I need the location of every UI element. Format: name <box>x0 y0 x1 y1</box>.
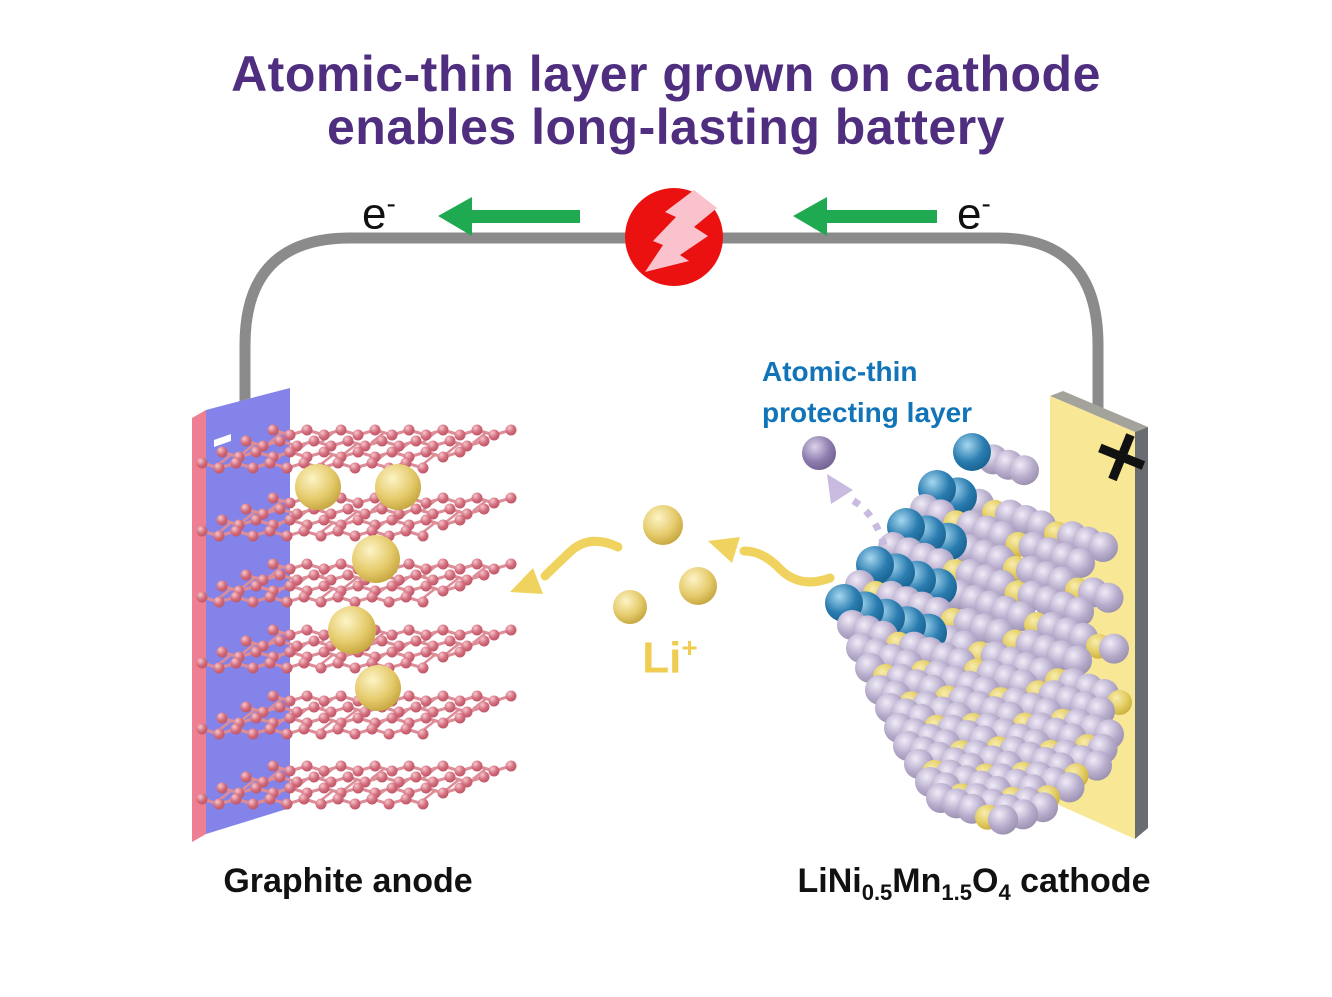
electron-label-left-base: e <box>362 189 387 239</box>
protecting-layer-atom <box>802 436 836 470</box>
electron-label-right-sup: - <box>981 188 991 219</box>
minus-terminal-icon <box>214 434 231 447</box>
li-ion-path-arrow-right <box>708 537 835 587</box>
cathode-label-sub: 1.5 <box>941 879 972 905</box>
li-ion-path-arrow-left <box>510 536 623 594</box>
cathode-label-sub: 0.5 <box>861 879 893 905</box>
cathode-label-part: LiNi <box>797 862 862 900</box>
cathode-label-sub: 4 <box>998 879 1011 905</box>
cathode-label-part: Mn <box>892 862 942 900</box>
electron-flow-arrow-left <box>438 197 580 236</box>
electron-label-left: e- <box>362 188 396 240</box>
protecting-layer-dashed-arrow <box>827 474 888 547</box>
anode-label: Graphite anode <box>223 862 473 900</box>
load-lightning-icon <box>625 188 723 286</box>
electron-label-right-base: e <box>957 189 982 239</box>
electron-label-right: e- <box>957 188 991 240</box>
graphite-layers <box>196 424 517 810</box>
cathode-label: LiNi0.5Mn1.5O4 cathode <box>774 862 1174 906</box>
li-ion-label-base: Li <box>642 633 682 683</box>
title-line-1: Atomic-thin layer grown on cathode <box>231 46 1101 102</box>
electron-flow-arrow-right <box>793 197 937 236</box>
cathode-label-part: cathode <box>1010 862 1151 900</box>
page-title: Atomic-thin layer grown on cathode enabl… <box>0 48 1332 153</box>
li-ion-label-sup: + <box>681 632 698 663</box>
protecting-layer-label: Atomic-thin protecting layer <box>762 352 972 433</box>
li-ion-label: Li+ <box>600 632 740 684</box>
cathode-crystal <box>825 433 1132 835</box>
electron-label-left-sup: - <box>386 188 396 219</box>
plus-terminal-icon <box>1098 433 1146 482</box>
protecting-layer-label-line1: Atomic-thin <box>762 356 918 387</box>
title-line-2: enables long-lasting battery <box>326 98 1005 155</box>
cathode-label-part: O <box>971 862 999 900</box>
protecting-layer-label-line2: protecting layer <box>762 396 973 428</box>
lithium-ions <box>295 464 717 711</box>
